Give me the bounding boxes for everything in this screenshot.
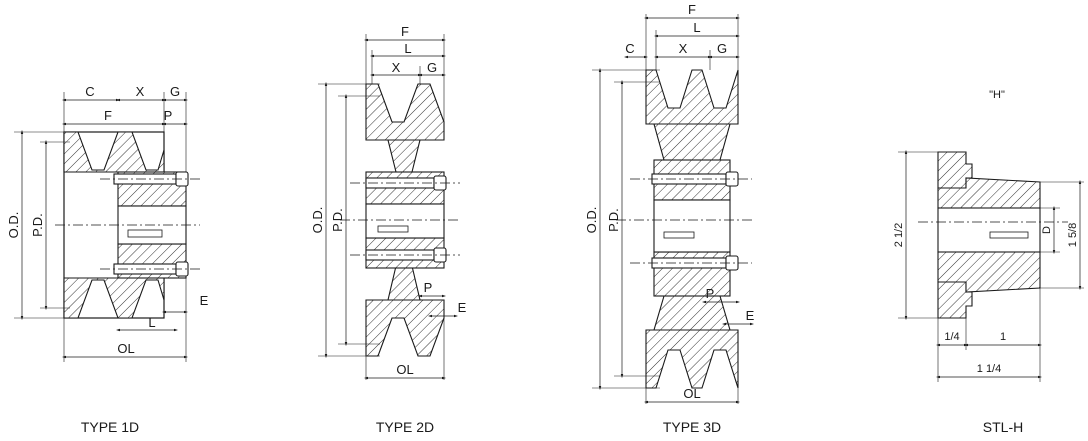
type-1d-g-label: G [170, 84, 180, 99]
type-1d-ol-label: OL [117, 341, 134, 356]
type-2d-l-label: L [404, 41, 411, 56]
type-3d-web-bottom [653, 295, 731, 331]
type-3d-top-grooves [645, 69, 739, 125]
stl-h-w2-label: 1 [1000, 331, 1006, 343]
type-2d-figure: O.D. P.D. F L X G P E OL TYPE 2D [310, 24, 467, 435]
type-3d-l-label: L [693, 20, 700, 35]
type-1d-f-label: F [104, 108, 112, 123]
stl-h-taper-label: 1 5/8 [1067, 223, 1079, 247]
type-3d-f-label: F [688, 2, 696, 17]
stl-h-w1-label: 1/4 [944, 331, 959, 343]
type-1d-c-label: C [85, 84, 94, 99]
stl-h-caption: STL-H [983, 419, 1023, 435]
type-2d-top-grooves [365, 83, 445, 141]
type-1d-caption: TYPE 1D [81, 419, 139, 435]
type-1d-figure: O.D. P.D. C X G F P L E OL TYPE 1D [6, 84, 209, 435]
type-3d-od-label: O.D. [584, 207, 599, 234]
type-3d-figure: O.D. P.D. F L C X G P E OL TYPE 3D [584, 2, 755, 435]
type-3d-c-label: C [625, 41, 634, 56]
type-2d-web-bottom [387, 265, 421, 301]
type-2d-p-label: P [424, 280, 433, 295]
type-1d-l-label: L [148, 315, 155, 330]
type-2d-pd-label: P.D. [330, 208, 345, 232]
type-2d-keyway [377, 225, 409, 233]
type-2d-od-label: O.D. [310, 207, 325, 234]
stl-h-d-label: D [1041, 226, 1053, 234]
type-3d-keyway [663, 231, 695, 239]
stl-h-keyway [989, 231, 1029, 239]
type-3d-bottom-grooves [645, 329, 739, 389]
type-1d-pd-label: P.D. [30, 213, 45, 237]
type-3d-web-top [653, 123, 731, 161]
stl-h-total-height-label: 2 1/2 [893, 223, 905, 247]
stl-h-bore [937, 207, 1041, 253]
type-3d-p-label: P [706, 286, 715, 301]
type-2d-x-label: X [392, 60, 401, 75]
type-3d-e-label: E [746, 308, 755, 323]
type-1d-x-label: X [136, 84, 145, 99]
type-1d-top-grooves [63, 131, 165, 173]
type-3d-x-label: X [679, 41, 688, 56]
type-1d-keyway [127, 229, 163, 238]
type-3d-g-label: G [717, 41, 727, 56]
type-2d-bottom-grooves [365, 299, 445, 357]
type-3d-ol-label: OL [683, 386, 700, 401]
type-2d-e-label: E [458, 300, 467, 315]
type-2d-caption: TYPE 2D [376, 419, 434, 435]
stl-h-title: "H" [989, 89, 1005, 101]
type-1d-p-label: P [164, 108, 173, 123]
type-1d-bottom-grooves [63, 277, 165, 319]
stl-h-total-width-label: 1 1/4 [977, 363, 1001, 375]
type-2d-bore [365, 203, 445, 239]
stl-h-figure: "H" 2 1/2 D 1 5/8 1/4 1 1 1/4 STL-H [893, 89, 1084, 435]
type-1d-od-label: O.D. [6, 212, 21, 239]
type-2d-f-label: F [401, 24, 409, 39]
type-3d-bore [653, 199, 731, 253]
type-2d-web-top [387, 139, 421, 173]
type-1d-e-label: E [200, 293, 209, 308]
type-3d-caption: TYPE 3D [663, 419, 721, 435]
type-2d-g-label: G [427, 60, 437, 75]
type-2d-ol-label: OL [396, 362, 413, 377]
type-3d-pd-label: P.D. [606, 208, 621, 232]
